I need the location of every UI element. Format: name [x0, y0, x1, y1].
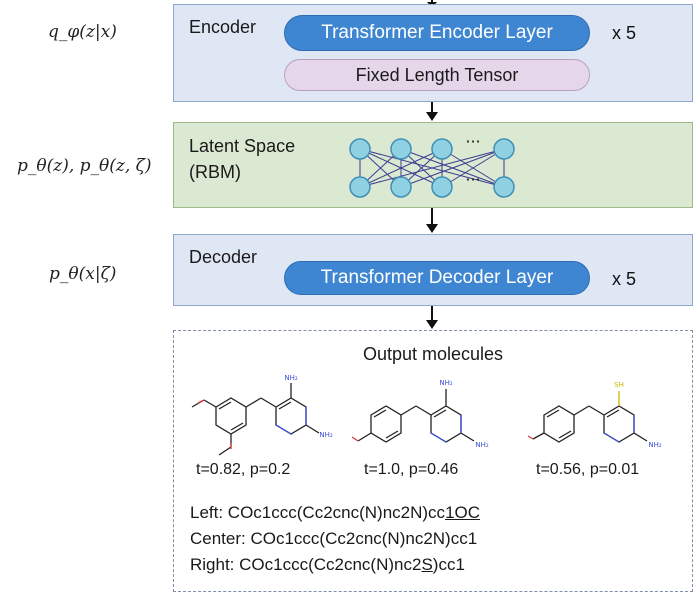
- transformer-encoder-layer: Transformer Encoder Layer: [284, 15, 590, 51]
- arrow-encoder-to-latent: [426, 102, 438, 121]
- molecule-left-params: t=0.82, p=0.2: [196, 461, 291, 478]
- molecule-right-params: t=0.56, p=0.01: [536, 461, 640, 478]
- smiles-right-suffix: )cc1: [432, 555, 465, 574]
- latent-title-line2: (RBM): [189, 162, 241, 182]
- encoder-repeat-count: x 5: [612, 23, 637, 43]
- atom-label: SH: [614, 381, 624, 389]
- hidden-node: [349, 176, 371, 198]
- rbm-ellipsis-top: ···: [465, 133, 480, 151]
- encoder-title: Encoder: [189, 17, 257, 37]
- decoder-block: Decoder Transformer Decoder Layer x 5: [173, 234, 693, 306]
- atom-label: NH₂: [284, 374, 298, 382]
- visible-node: [493, 138, 515, 160]
- transformer-decoder-layer: Transformer Decoder Layer: [284, 261, 590, 295]
- visible-node: [390, 138, 412, 160]
- encoder-math-label: q_φ(z|x): [48, 22, 117, 42]
- molecule-left: NH₂ NH₂: [191, 374, 333, 456]
- smiles-right: Right: COc1ccc(Cc2cnc(N)nc2S)cc1: [190, 555, 465, 575]
- smiles-right-prefix: Right: COc1ccc(Cc2cnc(N)nc2: [190, 555, 422, 574]
- decoder-math-label: p_θ(x|ζ): [49, 264, 117, 284]
- encoder-block: Encoder Transformer Encoder Layer x 5 Fi…: [173, 4, 693, 102]
- smiles-left: Left: COc1ccc(Cc2cnc(N)nc2N)cc1OC: [190, 503, 480, 523]
- hidden-node: [431, 176, 453, 198]
- latent-math-label: p_θ(z), p_θ(z, ζ): [17, 156, 152, 176]
- atom-label: NH₂: [648, 441, 662, 449]
- decoder-repeat-count: x 5: [612, 269, 637, 289]
- fixed-length-tensor: Fixed Length Tensor: [284, 59, 590, 91]
- decoder-title: Decoder: [189, 247, 258, 267]
- output-title: Output molecules: [362, 344, 504, 364]
- hidden-node: [493, 176, 515, 198]
- molecule-center: NH₂ NH₂: [351, 379, 489, 449]
- hidden-node: [390, 176, 412, 198]
- rbm-network: ··· ···: [349, 133, 515, 198]
- molecule-center-params: t=1.0, p=0.46: [364, 461, 459, 478]
- atom-label: NH₂: [319, 431, 333, 439]
- latent-space-block: Latent Space (RBM) ··· ···: [173, 122, 693, 208]
- atom-label: NH₂: [475, 441, 489, 449]
- arrow-decoder-to-output: [426, 306, 438, 329]
- atom-label: NH₂: [439, 379, 453, 387]
- latent-title-line1: Latent Space: [189, 136, 296, 156]
- visible-node: [431, 138, 453, 160]
- molecule-right: SH NH₂: [527, 381, 662, 449]
- smiles-left-prefix: Left: COc1ccc(Cc2cnc(N)nc2N)cc: [190, 503, 446, 522]
- rbm-edges: [359, 148, 505, 188]
- arrow-latent-to-decoder: [426, 208, 438, 233]
- smiles-center: Center: COc1ccc(Cc2cnc(N)nc2N)cc1: [190, 529, 478, 548]
- smiles-right-highlight: S: [421, 555, 433, 574]
- smiles-left-highlight: 1OC: [445, 503, 481, 522]
- output-molecules-panel: Output molecules NH₂ NH₂ t=0.82, p=0.2: [173, 330, 693, 592]
- visible-node: [349, 138, 371, 160]
- rbm-ellipsis-bottom: ···: [465, 170, 480, 189]
